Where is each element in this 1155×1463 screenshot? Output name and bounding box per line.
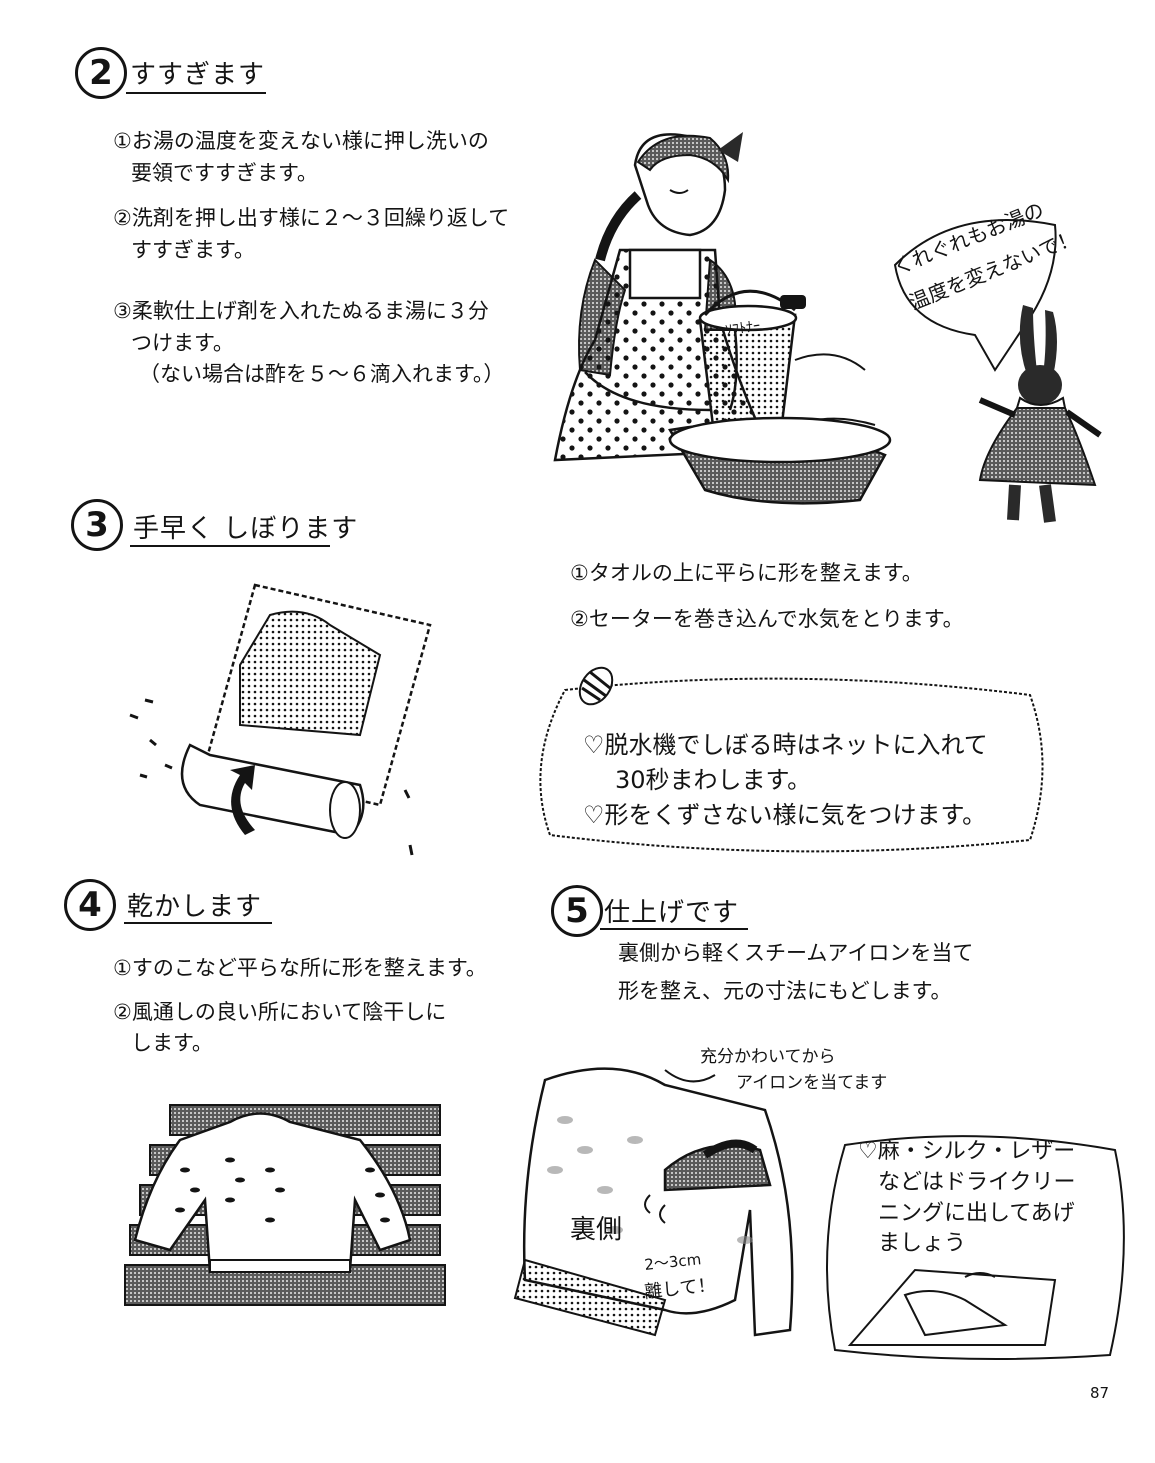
step-line: ③柔軟仕上げ剤を入れたぬるま湯に３分 — [113, 299, 489, 323]
bucket-label: ｿﾌﾄﾅｰ — [724, 318, 761, 339]
section-4-underline — [124, 922, 272, 924]
step-line: 要領ですすぎます。 — [131, 160, 318, 185]
step-line: 形を整え、元の寸法にもどします。 — [618, 978, 952, 1003]
section-2-steps: ①お湯の温度を変えない様に押し洗いの 要領ですすぎます。 ②洗剤を押し出す様に２… — [113, 126, 509, 391]
section-5-steps: 裏側から軽くスチームアイロンを当て 形を整え、元の寸法にもどします。 — [618, 938, 973, 1007]
drying-rack-illustration — [124, 1104, 446, 1306]
section-3-title: 手早く しぼります — [133, 514, 359, 544]
tips-box-5-frame — [826, 1135, 1125, 1360]
section-5-title: 仕上げです — [604, 898, 740, 928]
step-line: ①タオルの上に平らに形を整えます。 — [570, 561, 923, 585]
section-4-steps: ①すのこなど平らな所に形を整えます。 ②風通しの良い所において陰干しに します。 — [113, 953, 487, 1060]
section-4-title: 乾かします — [127, 892, 263, 922]
section-3-steps: ①タオルの上に平らに形を整えます。 ②セーターを巻き込んで水気をとります。 — [570, 558, 964, 635]
tip-line: ましょう — [878, 1231, 967, 1257]
step-line: つけます。 — [131, 330, 234, 355]
step-line: ①すのこなど平らな所に形を整えます。 — [113, 956, 487, 980]
distance-note-line: 2〜3cm — [644, 1250, 703, 1274]
step-line: します。 — [131, 1031, 213, 1055]
step-line: （ない場合は酢を５〜６滴入れます。） — [139, 362, 505, 386]
tip-line: ♡脱水機でしぼる時はネットに入れて — [583, 731, 988, 759]
bunny-illustration — [978, 305, 1102, 523]
ironing-illustration: 裏側 2〜3cm 離して！ — [513, 1067, 794, 1337]
towel-roll-illustration — [129, 583, 432, 856]
step-line: ②セーターを巻き込んで水気をとります。 — [570, 606, 964, 631]
tips-box-5: ♡麻・シルク・レザー などはドライクリー ニングに出してあげ ましょう — [858, 1137, 1076, 1260]
step-line: 裏側から軽くスチームアイロンを当て — [618, 941, 974, 965]
tip-line: 30秒まわします。 — [615, 765, 812, 794]
step-line: ①お湯の温度を変えない様に押し洗いの — [113, 129, 489, 153]
speech-bubble: くれぐれもお湯の 温度を変えないで！ — [890, 197, 1081, 372]
section-3-number: 3 — [71, 499, 123, 551]
iron-note-line: アイロンを当てます — [736, 1072, 888, 1093]
yarn-icon — [578, 666, 614, 706]
page-number: 87 — [1090, 1384, 1110, 1402]
iron-note-line: 充分かわいてから — [700, 1047, 836, 1067]
section-2-underline — [126, 92, 266, 94]
step-line: ②洗剤を押し出す様に２〜３回繰り返して — [113, 206, 510, 230]
step-line: ②風通しの良い所において陰干しに — [113, 999, 447, 1024]
tips-box-3: ♡脱水機でしぼる時はネットに入れて 30秒まわします。 ♡形をくずさない様に気を… — [583, 728, 988, 832]
reverse-label: 裏側 — [570, 1215, 622, 1245]
section-3-underline — [130, 545, 330, 547]
tip-line: ニングに出してあげ — [878, 1200, 1075, 1226]
step-line: すすぎます。 — [131, 237, 255, 262]
section-4-number: 4 — [64, 879, 116, 931]
woman-rinsing-illustration: ｿﾌﾄﾅｰ — [553, 132, 892, 505]
section-2-title: すすぎます — [130, 60, 266, 90]
tip-line: ♡形をくずさない様に気をつけます。 — [583, 800, 987, 829]
tip-line: ♡麻・シルク・レザー — [858, 1139, 1076, 1164]
iron-note: 充分かわいてから アイロンを当てます — [700, 1045, 887, 1096]
bagged-sweater-illustration — [847, 1268, 1057, 1346]
section-5-underline — [600, 928, 748, 930]
tips-box-3-frame — [539, 677, 1044, 853]
section-2-number: 2 — [75, 47, 127, 99]
tip-line: などはドライクリー — [878, 1169, 1076, 1195]
section-5-number: 5 — [551, 885, 603, 937]
